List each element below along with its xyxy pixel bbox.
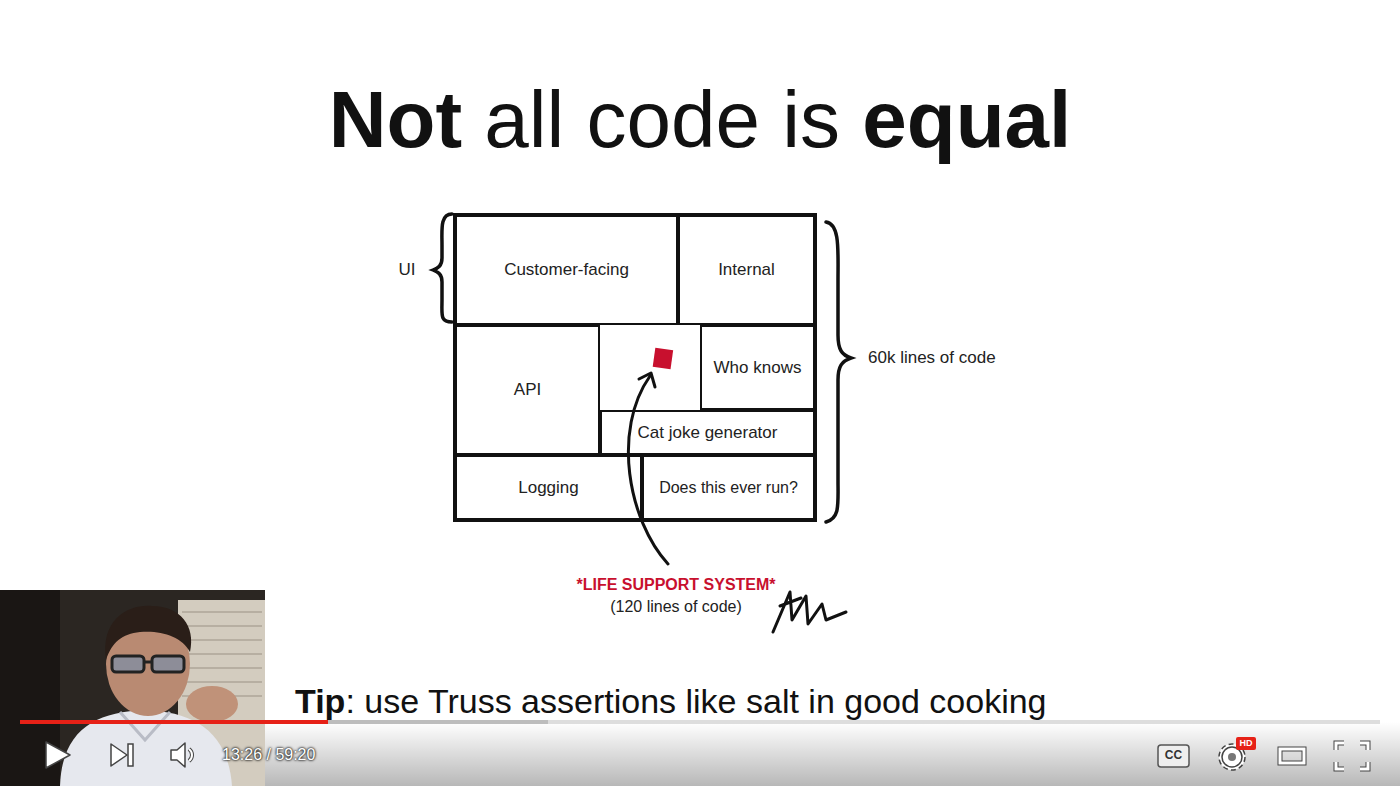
progress-buffered xyxy=(20,720,548,724)
fullscreen-icon xyxy=(1336,743,1368,769)
cc-icon xyxy=(1158,745,1189,767)
callout-title: *LIFE SUPPORT SYSTEM* xyxy=(576,576,775,594)
code-region-box: API xyxy=(455,325,600,455)
time-display: 13:26 / 59:20 xyxy=(222,746,315,764)
gear-icon-hole xyxy=(1228,753,1236,761)
fullscreen-icon-shadow xyxy=(1336,743,1368,769)
hd-badge xyxy=(1236,737,1256,750)
webcam-glasses-left xyxy=(112,656,144,672)
webcam-collar xyxy=(120,712,170,740)
region-label: Customer-facing xyxy=(504,260,629,280)
webcam-hair xyxy=(105,606,191,660)
cc-label: CC xyxy=(1165,749,1182,762)
volume-icon xyxy=(171,743,185,767)
webcam-blinds xyxy=(182,612,262,696)
slide-title: Not all code is equal xyxy=(0,80,1400,160)
code-region-box: Internal xyxy=(678,215,815,325)
code-region-box: Does this ever run? xyxy=(642,455,815,520)
code-region-box: Who knows xyxy=(700,325,815,410)
hd-label: HD xyxy=(1240,739,1253,749)
total-brace xyxy=(826,222,851,522)
volume-wave-shadow xyxy=(189,749,192,761)
size-label: 60k lines of code xyxy=(868,349,996,368)
region-label: API xyxy=(514,380,541,400)
play-icon xyxy=(46,742,70,768)
theater-icon-shadow xyxy=(1280,749,1304,763)
code-region-box: Customer-facing xyxy=(455,215,678,325)
grid-frame xyxy=(455,215,815,520)
region-label: Who knows xyxy=(714,358,802,378)
region-label: Does this ever run? xyxy=(659,479,798,497)
progress-track xyxy=(20,720,1380,724)
leader-arrowhead xyxy=(639,373,655,387)
region-label: Internal xyxy=(718,260,775,280)
theater-icon xyxy=(1280,749,1304,763)
leader-arrow xyxy=(628,376,668,564)
region-label: Cat joke generator xyxy=(638,423,778,443)
next-icon xyxy=(111,744,127,766)
volume-wave xyxy=(189,749,192,761)
signature xyxy=(773,592,846,632)
region-label: Logging xyxy=(518,478,579,498)
webcam-glasses-right xyxy=(152,656,184,672)
progress-played xyxy=(20,720,328,724)
code-region-box: Cat joke generator xyxy=(600,410,815,455)
group-label: UI xyxy=(399,261,416,280)
life-support-square xyxy=(653,348,673,369)
code-region-box: Logging xyxy=(455,455,642,520)
webcam-glasses-bridge xyxy=(144,661,152,664)
webcam-hand xyxy=(186,686,238,722)
callout-note: (120 lines of code) xyxy=(610,598,742,616)
next-icon-bar xyxy=(128,744,133,766)
ui-brace xyxy=(433,214,452,322)
video-subtitle: Tip: use Truss assertions like salt in g… xyxy=(295,684,1047,718)
